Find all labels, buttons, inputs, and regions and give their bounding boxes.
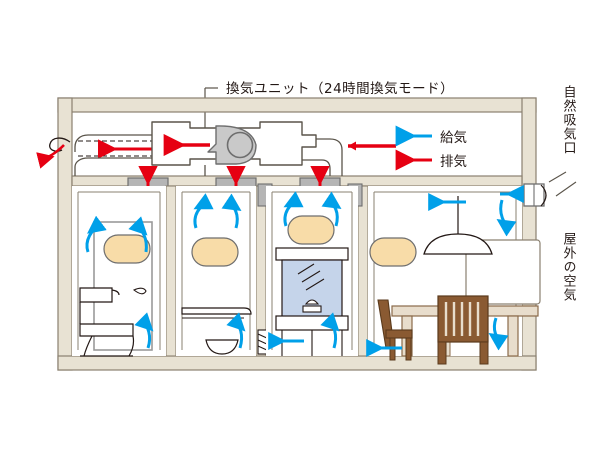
wall-panel: [287, 215, 335, 245]
exhaust-arrow-outdoor: [36, 144, 65, 169]
exhaust-arrow-right-head: [348, 141, 356, 151]
table-leg-right: [507, 315, 519, 357]
mirror-shine-icon: [297, 263, 325, 291]
partition-toilet-washroom: [165, 185, 177, 357]
right-outer-wall: [521, 97, 537, 371]
natural-air-intake-vent: [500, 171, 567, 207]
room-dining: [366, 186, 541, 365]
paper-holder-icon: [132, 287, 147, 295]
supply-arrow-right: [321, 191, 342, 227]
washroom-outline: [181, 191, 251, 350]
supply-arrow-right: [221, 193, 242, 229]
toilet-door: [93, 221, 153, 351]
room-bathroom: [266, 186, 358, 356]
label-natural-intake: 自然吸気口: [561, 85, 577, 155]
supply-arrow-bottom: [134, 312, 154, 349]
chair-side-seat: [385, 329, 413, 339]
supply-arrow-from-intake: [496, 199, 517, 237]
toilet-flush-lever: [111, 289, 120, 296]
supply-arrow-right: [128, 216, 148, 253]
supply-arrow-floor-right: [488, 317, 509, 351]
supply-arrow-left: [193, 193, 214, 229]
duct-left-upper: [74, 134, 152, 152]
lamp-shade: [423, 233, 493, 255]
wall-panel: [369, 237, 417, 267]
chair-front: [437, 295, 489, 365]
legend-supply-label: 給気: [440, 130, 467, 146]
side-labels: 自然吸気口 屋外の空気: [555, 85, 577, 302]
toilet-tank: [79, 287, 113, 303]
vanity-counter: [275, 315, 349, 331]
toilet-base: [79, 302, 133, 357]
legend-item-exhaust: 排気: [395, 149, 467, 171]
wall-panel: [191, 237, 239, 267]
window: [465, 239, 541, 305]
roof-slab: [57, 97, 537, 113]
faucet: [304, 299, 320, 305]
basin-fixture: [205, 339, 239, 355]
chair-front-slats: [444, 302, 480, 336]
label-outdoor-air: 屋外の空気: [561, 232, 577, 302]
outdoor-leader-line: [555, 181, 577, 197]
toilet-fixture: [79, 287, 135, 357]
room-washroom: [176, 186, 310, 356]
duct-right-lower: [302, 159, 331, 176]
chair-front-leg-right: [479, 341, 489, 365]
supply-arrow-bottom: [320, 312, 340, 349]
intake-leader-line: [548, 171, 567, 183]
toilet-bowl: [83, 335, 135, 357]
ventilation-unit-group: [74, 121, 396, 176]
toilet-seat: [79, 323, 134, 337]
partition-bathroom-dining: [357, 185, 369, 357]
page-title: 換気ユニット（24時間換気モード）: [226, 81, 454, 97]
washroom-floor: [176, 186, 256, 356]
wall-panel: [103, 234, 151, 264]
fan-impeller-icon: [226, 131, 254, 159]
chair-front-leg-left: [437, 341, 447, 365]
legend-item-supply: 給気: [395, 125, 467, 147]
supply-arrow-bottom: [226, 312, 246, 349]
duct-left-lower: [74, 157, 152, 176]
legend-exhaust-label: 排気: [440, 154, 467, 170]
supply-arrow-left: [283, 191, 304, 227]
mirror-top-rail: [275, 247, 349, 261]
supply-arrow-left: [85, 215, 107, 253]
faucet-base: [302, 305, 322, 313]
chair-side-leg-b: [405, 337, 412, 361]
toilet-room-outline: [77, 191, 161, 350]
floor-slab: [57, 355, 537, 371]
counter: [181, 307, 252, 315]
duct-right-upper: [316, 138, 343, 176]
intake-vent-hood: [540, 184, 547, 207]
room-toilet: [72, 186, 166, 357]
legend: 給気 排気: [395, 125, 467, 171]
